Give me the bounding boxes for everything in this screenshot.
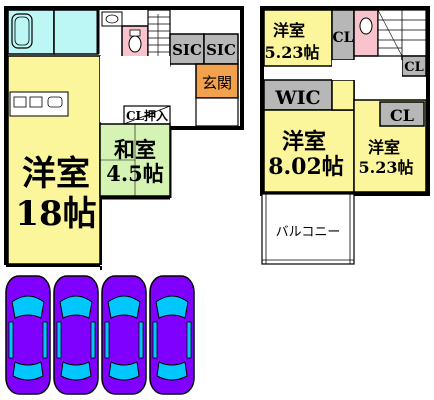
sic-label-2: SIC (206, 41, 236, 59)
room-ldk (7, 55, 101, 265)
oshiire-label: CL押入 (126, 108, 168, 123)
room-b-size: 8.02帖 (268, 154, 344, 180)
sic-closet-1 (169, 33, 205, 65)
sic-label-1: SIC (172, 41, 202, 59)
room-a-size: 5.23帖 (265, 43, 320, 62)
car-icon (101, 275, 147, 395)
room-b (263, 109, 355, 193)
bathtub-icon (11, 13, 33, 49)
ldk-size: 18帖 (15, 194, 96, 234)
car-icon (5, 275, 51, 395)
ldk-name: 洋室 (22, 154, 90, 194)
room-a-name: 洋室 (273, 21, 305, 40)
room-c-closet (379, 101, 425, 127)
car-icon (149, 275, 195, 395)
hall-closet-label: CL (404, 60, 424, 75)
washbasin-icon (101, 11, 123, 27)
room-c-name: 洋室 (368, 138, 400, 157)
toilet-icon (128, 35, 142, 53)
room-a (263, 9, 333, 67)
sic-closet-2 (203, 33, 239, 65)
room-a-closet-label: CL (333, 30, 354, 46)
room-c-size: 5.23帖 (359, 158, 414, 177)
car-icon (53, 275, 99, 395)
washitsu-name: 和室 (114, 137, 156, 162)
toilet-icon-2f (359, 17, 373, 35)
balcony-label: バルコニー (276, 225, 341, 240)
stairs-floor2 (377, 9, 427, 57)
genkan-label: 玄関 (202, 74, 232, 92)
wic-label: WIC (274, 87, 320, 109)
genkan (195, 63, 239, 99)
floor-2: 洋室 5.23帖 CL CL WIC 洋室 (260, 6, 430, 265)
washitsu-size: 4.5帖 (106, 161, 164, 186)
kitchen-counter-icon (9, 91, 69, 117)
parking-cars (5, 275, 195, 395)
washroom (53, 9, 99, 55)
hallway-2f (332, 60, 402, 80)
floor-1: SIC SIC 玄関 洋室 18帖 CL押入 和室 4.5帖 (0, 6, 246, 272)
balcony (261, 193, 355, 265)
room-c-closet-label: CL (390, 106, 414, 125)
room-b-name: 洋室 (282, 129, 326, 155)
